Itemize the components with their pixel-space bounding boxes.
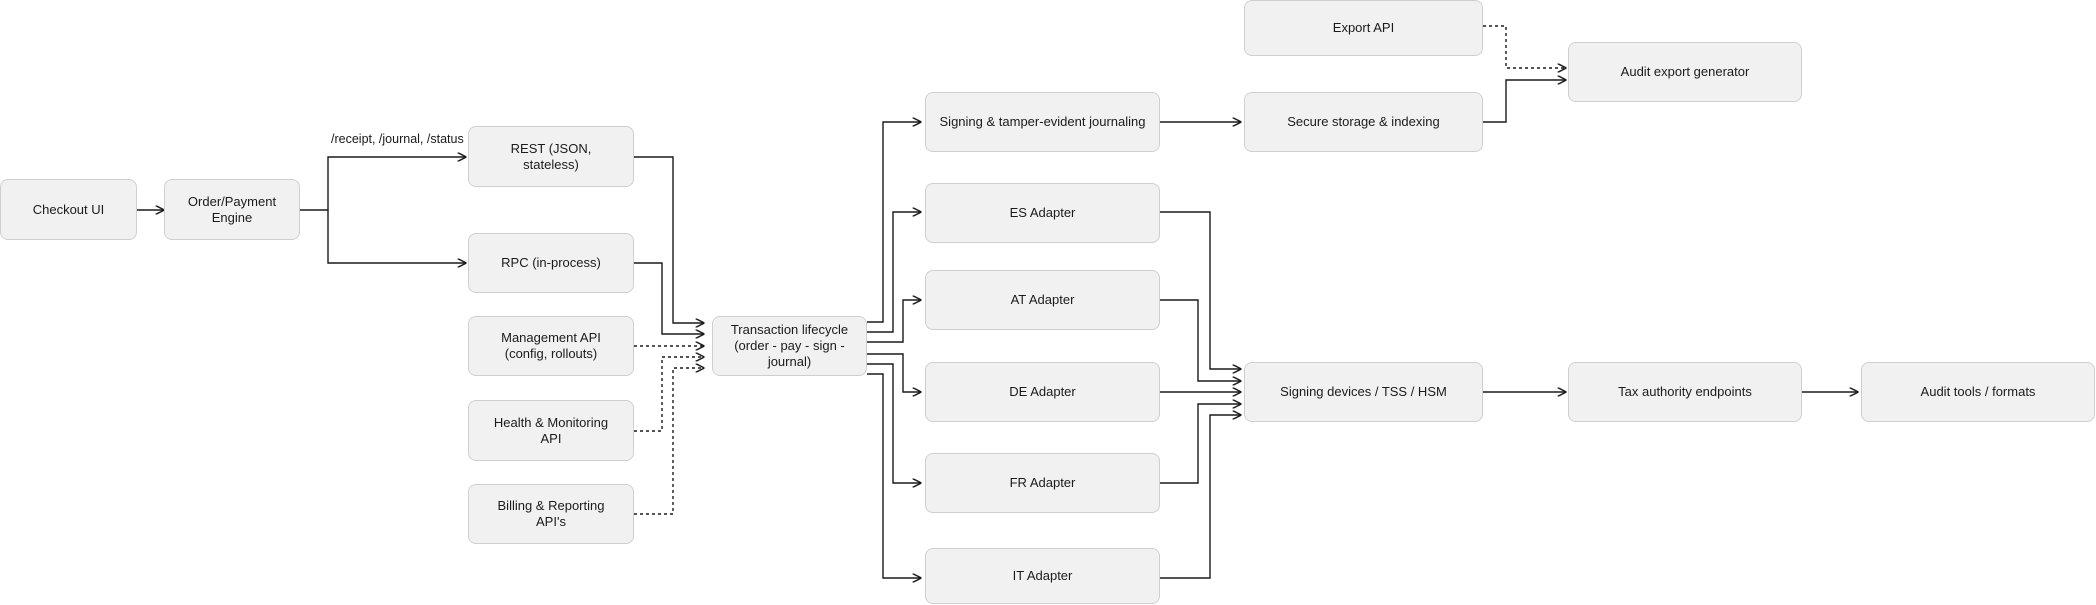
edge-label-rest-endpoints: /receipt, /journal, /status (331, 132, 464, 146)
node-fr-adapter: FR Adapter (925, 453, 1160, 513)
edge-transaction-to-it (867, 373, 921, 578)
edge-engine-to-rpc (327, 210, 466, 263)
edge-export-api-to-audit-export (1483, 25, 1566, 68)
edge-transaction-to-fr (867, 363, 921, 483)
edge-transaction-to-signing (867, 122, 921, 323)
node-rpc: RPC (in-process) (468, 233, 634, 293)
node-billing-reporting-api: Billing & Reporting API's (468, 484, 634, 544)
node-export-api: Export API (1244, 0, 1483, 56)
edge-rpc-to-transaction (634, 262, 704, 334)
node-tax-authority-endpoints: Tax authority endpoints (1568, 362, 1802, 422)
node-de-adapter: DE Adapter (925, 362, 1160, 422)
node-es-adapter: ES Adapter (925, 183, 1160, 243)
node-audit-export-generator: Audit export generator (1568, 42, 1802, 102)
edge-engine-to-rest (300, 157, 466, 211)
node-signing-journaling: Signing & tamper-evident journaling (925, 92, 1160, 152)
edge-rest-to-transaction (634, 156, 704, 323)
node-order-payment-engine: Order/Payment Engine (164, 179, 300, 240)
node-audit-tools-formats: Audit tools / formats (1861, 362, 2095, 422)
edge-billing-to-transaction (634, 368, 704, 515)
edge-at-to-signing-devices (1160, 299, 1241, 381)
edge-health-to-transaction (634, 357, 704, 432)
edge-storage-to-audit-export (1483, 80, 1566, 123)
node-it-adapter: IT Adapter (925, 548, 1160, 604)
node-health-monitoring-api: Health & Monitoring API (468, 400, 634, 461)
edge-fr-to-signing-devices (1160, 404, 1241, 484)
edge-es-to-signing-devices (1160, 211, 1241, 369)
node-management-api: Management API (config, rollouts) (468, 316, 634, 376)
edge-transaction-to-es (867, 212, 921, 333)
edge-transaction-to-de (867, 353, 921, 392)
node-rest-api: REST (JSON, stateless) (468, 126, 634, 187)
node-secure-storage: Secure storage & indexing (1244, 92, 1483, 152)
node-checkout-ui: Checkout UI (0, 179, 137, 240)
edge-it-to-signing-devices (1160, 415, 1241, 579)
edge-transaction-to-at (867, 300, 921, 343)
node-at-adapter: AT Adapter (925, 270, 1160, 330)
node-signing-devices: Signing devices / TSS / HSM (1244, 362, 1483, 422)
node-transaction-lifecycle: Transaction lifecycle (order - pay - sig… (712, 316, 867, 376)
